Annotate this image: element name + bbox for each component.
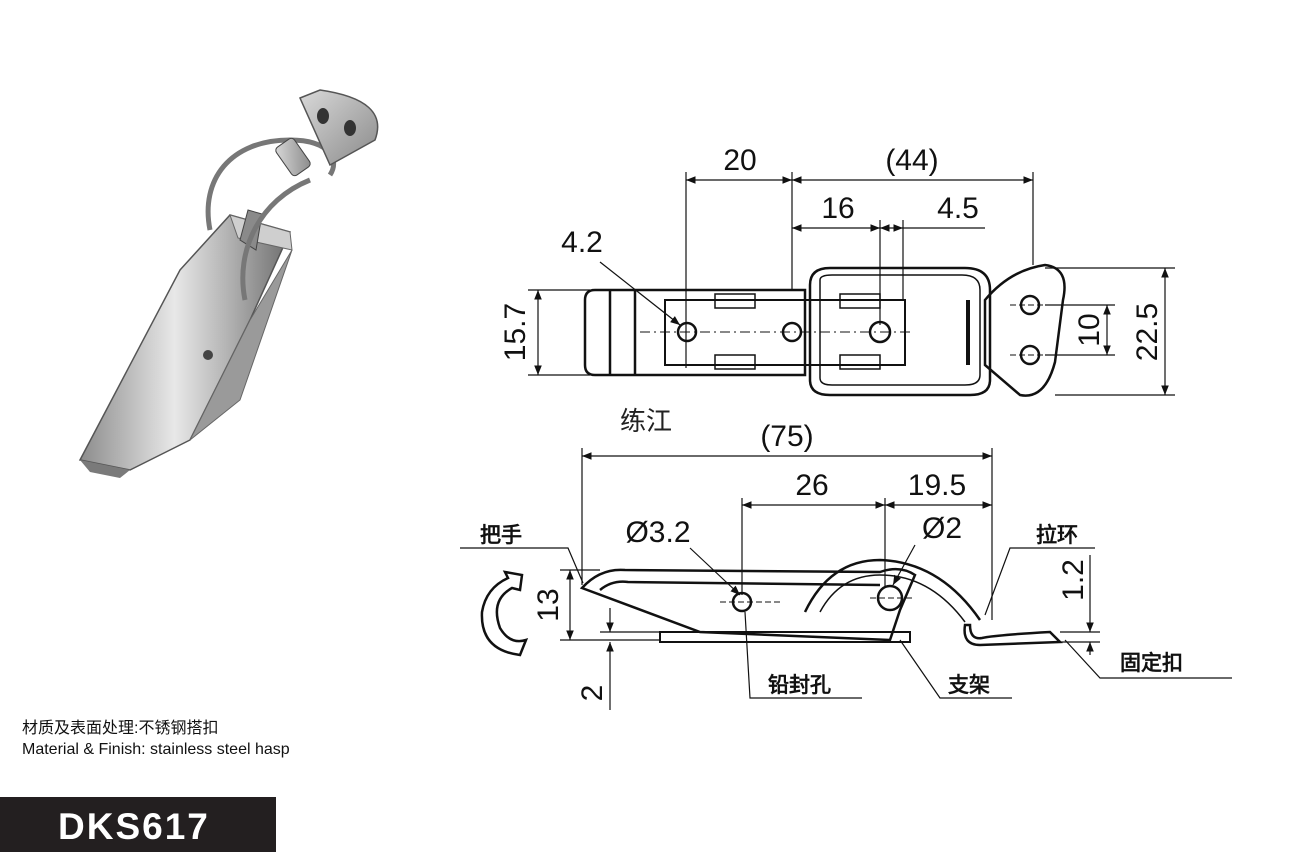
dim-4-5: 4.5: [937, 192, 979, 225]
dim-20: 20: [723, 144, 756, 177]
side-view: [579, 558, 1063, 647]
dim-dia-2: Ø2: [922, 512, 962, 545]
dim-13: 13: [532, 588, 565, 621]
label-bracket: 支架: [948, 673, 990, 697]
dim-15-7: 15.7: [499, 303, 532, 361]
dim-22-5: 22.5: [1131, 303, 1164, 361]
dim-dia-3-2: Ø3.2: [625, 516, 690, 549]
dim-75: (75): [760, 420, 813, 453]
material-line-cn: 材质及表面处理:不锈钢搭扣: [22, 720, 219, 737]
model-code: DKS617: [58, 806, 210, 847]
label-seal-hole: 铅封孔: [768, 673, 831, 697]
dim-44: (44): [885, 144, 938, 177]
label-pull-ring: 拉环: [1036, 523, 1078, 547]
dim-19-5: 19.5: [908, 469, 966, 502]
dim-16: 16: [821, 192, 854, 225]
dim-26: 26: [795, 469, 828, 502]
dim-2: 2: [576, 685, 609, 702]
dim-4-2: 4.2: [561, 226, 603, 259]
label-handle: 把手: [480, 523, 522, 547]
side-view-dimension-lines: [460, 448, 1232, 710]
material-line-en: Material & Finish: stainless steel hasp: [22, 741, 290, 758]
dim-1-2: 1.2: [1057, 559, 1090, 601]
top-view-dimension-lines: [528, 172, 1175, 396]
material-note: 材质及表面处理:不锈钢搭扣 Material & Finish: stainle…: [22, 718, 290, 760]
top-view: [583, 263, 1066, 397]
watermark: 练江: [620, 407, 672, 437]
rotate-arrow-icon: [480, 570, 529, 657]
model-band: [0, 797, 276, 852]
dim-10: 10: [1073, 313, 1106, 346]
product-rendering: [78, 89, 379, 478]
label-catch: 固定扣: [1120, 651, 1183, 675]
